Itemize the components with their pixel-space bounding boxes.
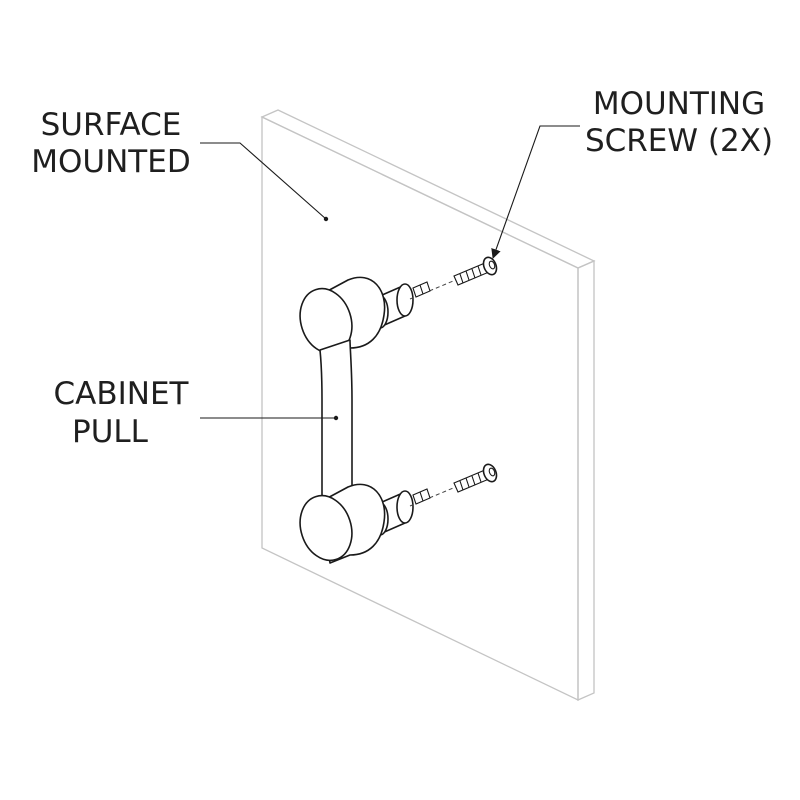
panel-top-edge	[260, 109, 596, 269]
mounting-screw-label-line1: MOUNTING	[593, 86, 765, 122]
cabinet-pull	[299, 276, 414, 564]
grip-bar	[319, 339, 353, 504]
cabinet-pull-label-line1: CABINET	[54, 376, 190, 412]
panel-side-edge	[577, 260, 595, 701]
upper-post	[371, 283, 414, 329]
leader-screw	[491, 125, 580, 259]
surface-mounted-label-line1: SURFACE	[41, 107, 182, 143]
mounting-screw-label-line2: SCREW (2X)	[585, 123, 773, 159]
cabinet-pull-label-line2: PULL	[72, 414, 149, 450]
lower-threaded-insert	[412, 488, 431, 505]
lower-screw-assembly	[409, 463, 498, 507]
lower-knob	[299, 483, 386, 564]
surface-panel	[260, 109, 596, 702]
upper-mounting-screw	[453, 256, 498, 286]
leader-surface	[200, 142, 329, 222]
upper-threaded-insert	[412, 281, 431, 298]
lower-mounting-screw	[453, 463, 498, 493]
upper-knob	[299, 276, 386, 357]
upper-screw-assembly	[409, 256, 498, 300]
surface-mounted-label-line2: MOUNTED	[31, 144, 190, 180]
leader-pull	[200, 415, 339, 421]
